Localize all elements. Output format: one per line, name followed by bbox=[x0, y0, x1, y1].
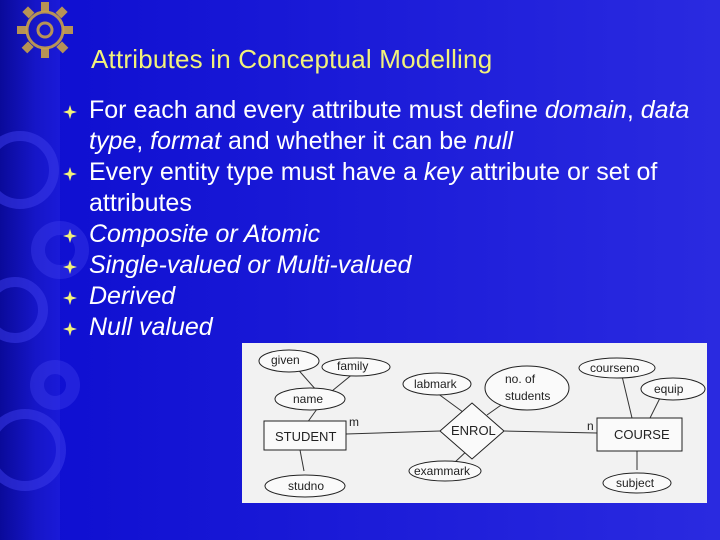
line-student-enrol bbox=[345, 430, 441, 435]
attr-no-of-students-shape bbox=[484, 365, 570, 411]
relationship-enrol: ENROL bbox=[451, 423, 496, 438]
bullet-item: Null valued bbox=[60, 312, 710, 343]
entity-course-shape bbox=[596, 417, 683, 452]
bullet-text-italic: data type bbox=[89, 96, 690, 155]
bullet-text-italic: Derived bbox=[89, 282, 176, 310]
bullet-icon bbox=[63, 322, 77, 336]
line-equip-course bbox=[649, 397, 661, 419]
relationship-enrol-shape bbox=[439, 402, 505, 460]
bullet-text-italic: format bbox=[150, 127, 222, 155]
bullet-list: For each and every attribute must define… bbox=[60, 95, 710, 343]
attr-exammark: exammark bbox=[414, 464, 471, 478]
bullet-text: Every entity type must have a bbox=[89, 158, 424, 186]
gear-decoration-icon bbox=[0, 2, 89, 491]
line-student-studno bbox=[299, 449, 305, 472]
bullet-icon bbox=[63, 105, 77, 119]
entity-course: COURSE bbox=[614, 427, 670, 442]
er-diagram: given family name STUDENT studno m labma… bbox=[242, 343, 707, 503]
bullet-text-italic: Single-valued or Multi-valued bbox=[89, 251, 412, 279]
entity-student-shape bbox=[263, 420, 347, 451]
attr-courseno-shape bbox=[578, 357, 656, 379]
bullet-text-italic: domain bbox=[544, 96, 627, 124]
bullet-text: , bbox=[136, 127, 151, 155]
attr-courseno: courseno bbox=[590, 361, 640, 375]
slide-title: Attributes in Conceptual Modelling bbox=[91, 44, 493, 74]
bullet-item: For each and every attribute must define… bbox=[60, 95, 710, 157]
bullet-item: Every entity type must have a key attrib… bbox=[60, 157, 710, 219]
attr-family: family bbox=[337, 359, 369, 373]
attr-given: given bbox=[271, 353, 300, 367]
entity-student: STUDENT bbox=[275, 429, 337, 444]
bullet-text-italic: null bbox=[473, 127, 513, 155]
attr-subject-shape bbox=[602, 472, 672, 494]
cardinality-m: m bbox=[349, 415, 359, 429]
attr-given-shape bbox=[258, 349, 320, 373]
bullet-item: Single-valued or Multi-valued bbox=[60, 250, 710, 281]
attr-exammark-shape bbox=[408, 460, 482, 482]
cardinality-n: n bbox=[587, 419, 594, 433]
bullet-icon bbox=[63, 291, 77, 305]
attr-studno: studno bbox=[288, 479, 325, 493]
bullet-icon bbox=[63, 260, 77, 274]
line-courseno-course bbox=[621, 375, 633, 419]
attr-equip-shape bbox=[640, 377, 706, 401]
bullet-text: , bbox=[626, 96, 641, 124]
bullet-item: Composite or Atomic bbox=[60, 219, 710, 250]
attr-no-of-students-line1: no. of bbox=[505, 372, 536, 386]
attr-no-of-students-line2: students bbox=[505, 389, 551, 403]
attr-name-shape bbox=[274, 387, 346, 411]
attr-subject: subject bbox=[616, 476, 655, 490]
bullet-text: and whether it can be bbox=[221, 127, 474, 155]
attr-equip: equip bbox=[654, 382, 684, 396]
bullet-text-italic: Null valued bbox=[89, 313, 213, 341]
line-enrol-course bbox=[503, 430, 598, 434]
attr-labmark-shape bbox=[402, 372, 472, 396]
bullet-text: For each and every attribute must define bbox=[89, 96, 545, 124]
bullet-text-italic: key bbox=[423, 158, 463, 186]
attr-studno-shape bbox=[264, 474, 346, 498]
attr-labmark: labmark bbox=[414, 377, 457, 391]
bullet-item: Derived bbox=[60, 281, 710, 312]
attr-name: name bbox=[293, 392, 324, 406]
bullet-icon bbox=[63, 229, 77, 243]
attr-family-shape bbox=[321, 357, 391, 377]
bullet-icon bbox=[63, 167, 77, 181]
bullet-text-italic: Composite or Atomic bbox=[89, 220, 321, 248]
left-stripe-decoration bbox=[0, 0, 60, 540]
bullet-text: attribute or set of attributes bbox=[89, 158, 658, 217]
